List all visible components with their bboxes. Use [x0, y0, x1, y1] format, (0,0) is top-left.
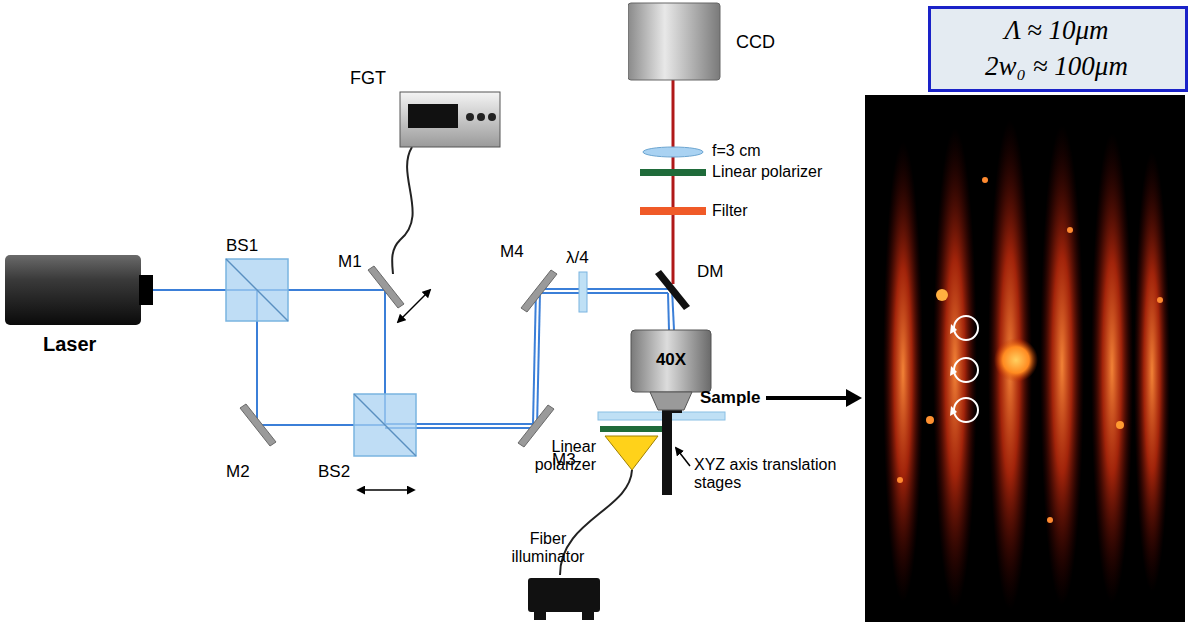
- polarizer: [640, 169, 706, 176]
- part-label: M2: [226, 462, 250, 482]
- cube-diagonal: [354, 394, 416, 456]
- mirror: [368, 266, 404, 308]
- rotation-marks: [954, 316, 978, 422]
- fringe: [933, 128, 977, 608]
- part-label: λ/4: [566, 248, 589, 268]
- formula-box: Λ ≈ 10μm 2w₀ ≈ 100μm: [928, 6, 1188, 92]
- part-label: M4: [500, 242, 524, 262]
- part-label: f=3 cm: [712, 142, 760, 160]
- image-ground: [865, 95, 1185, 622]
- ccd-node: CCD: [628, 0, 798, 85]
- particle: [1047, 517, 1053, 523]
- node-text: 40X: [630, 350, 712, 370]
- particle: [1157, 297, 1163, 303]
- laser-node: Laser: [5, 255, 165, 365]
- knob: [477, 113, 485, 121]
- particle: [926, 416, 934, 424]
- particle: [994, 338, 1038, 382]
- sample-slide: [598, 412, 725, 420]
- objective-body: [631, 330, 711, 392]
- node-text: Λ ≈ 10μm: [931, 15, 1182, 46]
- beam: [533, 289, 536, 424]
- waveplate: [579, 272, 587, 312]
- generator-box: [400, 92, 500, 147]
- cube: [226, 259, 288, 321]
- leader-arrow: [676, 448, 690, 466]
- particle: [897, 477, 903, 483]
- node-text: CCD: [736, 32, 775, 53]
- part-label: Linear polarizer: [520, 438, 596, 475]
- cube-diagonal: [226, 259, 288, 321]
- particle: [1067, 227, 1073, 233]
- part-label: BS2: [318, 462, 350, 482]
- tilt-arrow: [398, 290, 430, 322]
- part-label: XYZ axis translation stages: [694, 456, 844, 493]
- rotation-circle: [954, 358, 978, 382]
- knob: [488, 113, 496, 121]
- camera-body: [628, 3, 720, 80]
- part-label: DM: [697, 262, 723, 282]
- fringe: [883, 142, 923, 602]
- objective-symbol: [630, 328, 712, 412]
- illuminator-box: [528, 578, 600, 612]
- beam-splitter: [226, 259, 288, 321]
- laser-nozzle: [139, 275, 153, 305]
- foot: [582, 612, 594, 620]
- mirror: [518, 405, 554, 447]
- fringe-image: [865, 95, 1185, 622]
- foot: [534, 612, 546, 620]
- fringe: [1134, 152, 1170, 592]
- node-text: 2w₀ ≈ 100μm: [931, 51, 1182, 82]
- stage-post: [662, 403, 672, 495]
- beam: [536, 288, 672, 290]
- beam: [668, 293, 669, 330]
- fringe: [1040, 125, 1084, 605]
- rotation-circle: [954, 398, 978, 422]
- cable: [392, 147, 413, 274]
- rotation-head: [950, 366, 957, 376]
- display: [408, 104, 458, 128]
- part-label: BS1: [226, 236, 258, 256]
- rotation-head: [950, 406, 957, 416]
- knob: [466, 113, 474, 121]
- laser-body: [5, 255, 141, 325]
- illuminator-node: Fiber illuminator: [498, 530, 608, 622]
- mirror: [521, 270, 557, 312]
- beam: [540, 292, 668, 294]
- beam: [537, 293, 540, 428]
- translation-arrow: [358, 489, 414, 491]
- filter: [640, 207, 706, 215]
- rotation-circle: [954, 316, 978, 340]
- node-text: Laser: [43, 333, 96, 356]
- fgt-node: FGT: [350, 62, 510, 152]
- part-label: Sample: [700, 388, 760, 408]
- particle: [1116, 421, 1124, 429]
- polarizer: [600, 426, 662, 432]
- illuminator-cone: [605, 436, 658, 470]
- imaging-beam: [672, 80, 675, 284]
- part-label: Linear polarizer: [712, 163, 822, 181]
- particle: [936, 289, 948, 301]
- node-text: FGT: [350, 68, 386, 89]
- node-text: Fiber illuminator: [498, 530, 598, 567]
- cube: [354, 394, 416, 456]
- rotation-head: [950, 324, 957, 334]
- part-label: Filter: [712, 202, 748, 220]
- beam-splitter: [354, 394, 416, 456]
- mirror: [240, 404, 276, 446]
- objective-tip: [650, 392, 692, 410]
- particle: [982, 177, 988, 183]
- arrow-head: [846, 389, 862, 407]
- part-label: M1: [338, 252, 362, 272]
- dichroic-mirror: [655, 270, 690, 310]
- lens: [643, 147, 703, 157]
- fringe: [1091, 133, 1133, 603]
- pointer-arrow: [766, 396, 848, 400]
